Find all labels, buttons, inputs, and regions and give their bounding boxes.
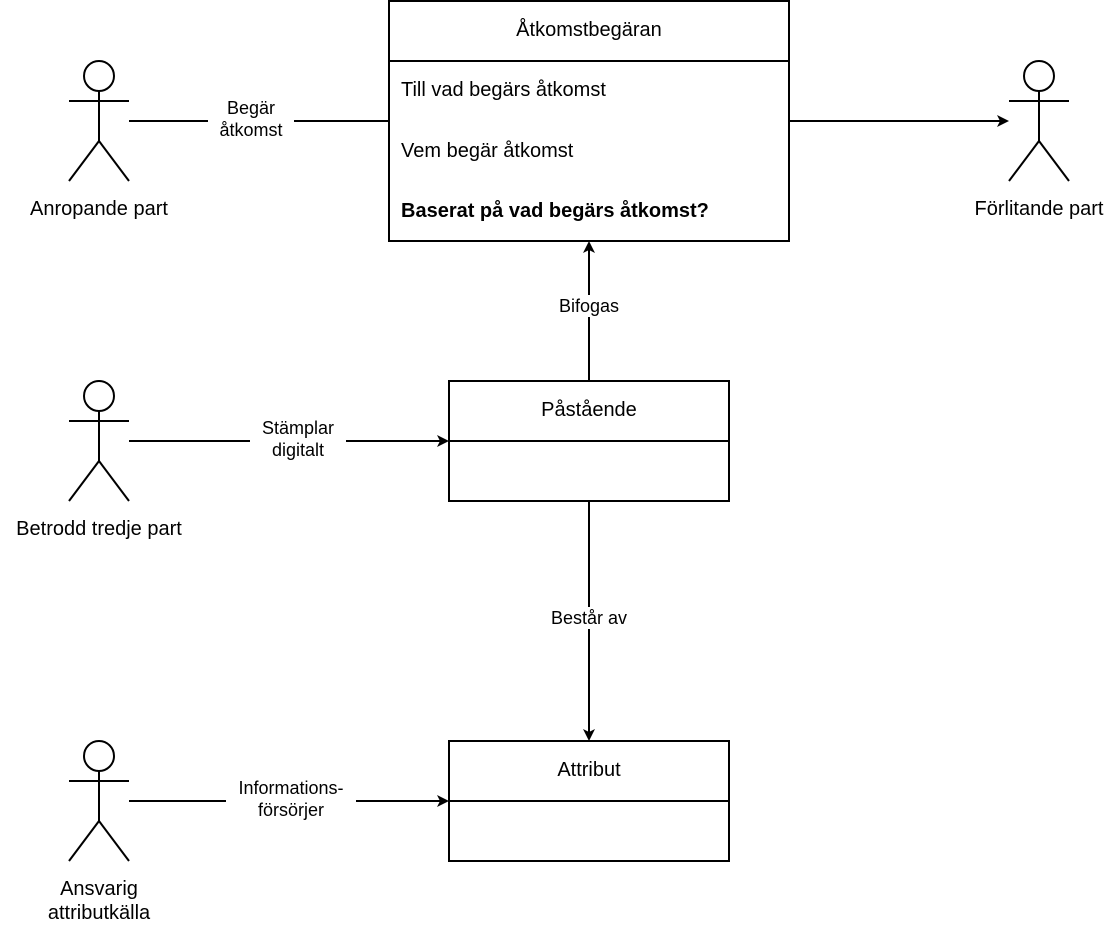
edge-consists-of-label: Består av	[539, 607, 639, 629]
edge-requests-access-label: Begär åtkomst	[208, 97, 294, 141]
actor-requesting-party-label: Anropande part	[30, 198, 168, 220]
edge-label-line: Informations-	[238, 778, 344, 798]
edge-label-line: Begär	[226, 98, 276, 118]
edge-label-line: åtkomst	[219, 120, 283, 140]
actor-attribute-source-icon[interactable]	[68, 740, 130, 862]
actor-relying-party-icon[interactable]	[1008, 60, 1070, 182]
class-access-request-row: Vem begär åtkomst	[401, 140, 574, 162]
actor-relying-party-label: Förlitande part	[974, 198, 1104, 220]
class-access-request-row: Till vad begärs åtkomst	[401, 79, 606, 101]
edge-label-line: digitalt	[271, 440, 325, 460]
edge-label-line: försörjer	[257, 800, 324, 820]
edge-stamps-digitally-label: Stämplar digitalt	[250, 417, 346, 461]
edge-label-line: Stämplar	[261, 418, 335, 438]
actor-requesting-party-icon[interactable]	[68, 60, 130, 182]
class-access-request-title: Åtkomstbegäran	[516, 19, 662, 41]
actor-trusted-third-party-label: Betrodd tredje part	[16, 518, 182, 540]
class-attribute-box[interactable]	[448, 740, 730, 862]
actor-attribute-source-label-line1: Ansvarig	[60, 878, 138, 900]
actor-attribute-source-label: Ansvarig attributkälla	[0, 877, 198, 925]
class-attribute-title: Attribut	[557, 759, 621, 781]
actor-attribute-source-label-line2: attributkälla	[47, 902, 151, 924]
edge-provides-information-label: Informations- försörjer	[226, 777, 356, 821]
class-claim-box[interactable]	[448, 380, 730, 502]
class-access-request-row: Baserat på vad begärs åtkomst?	[401, 200, 709, 222]
actor-trusted-third-party-icon[interactable]	[68, 380, 130, 502]
class-access-request-box[interactable]	[388, 0, 790, 242]
class-claim-title: Påstående	[541, 399, 637, 421]
edge-attached-label: Bifogas	[549, 295, 629, 317]
